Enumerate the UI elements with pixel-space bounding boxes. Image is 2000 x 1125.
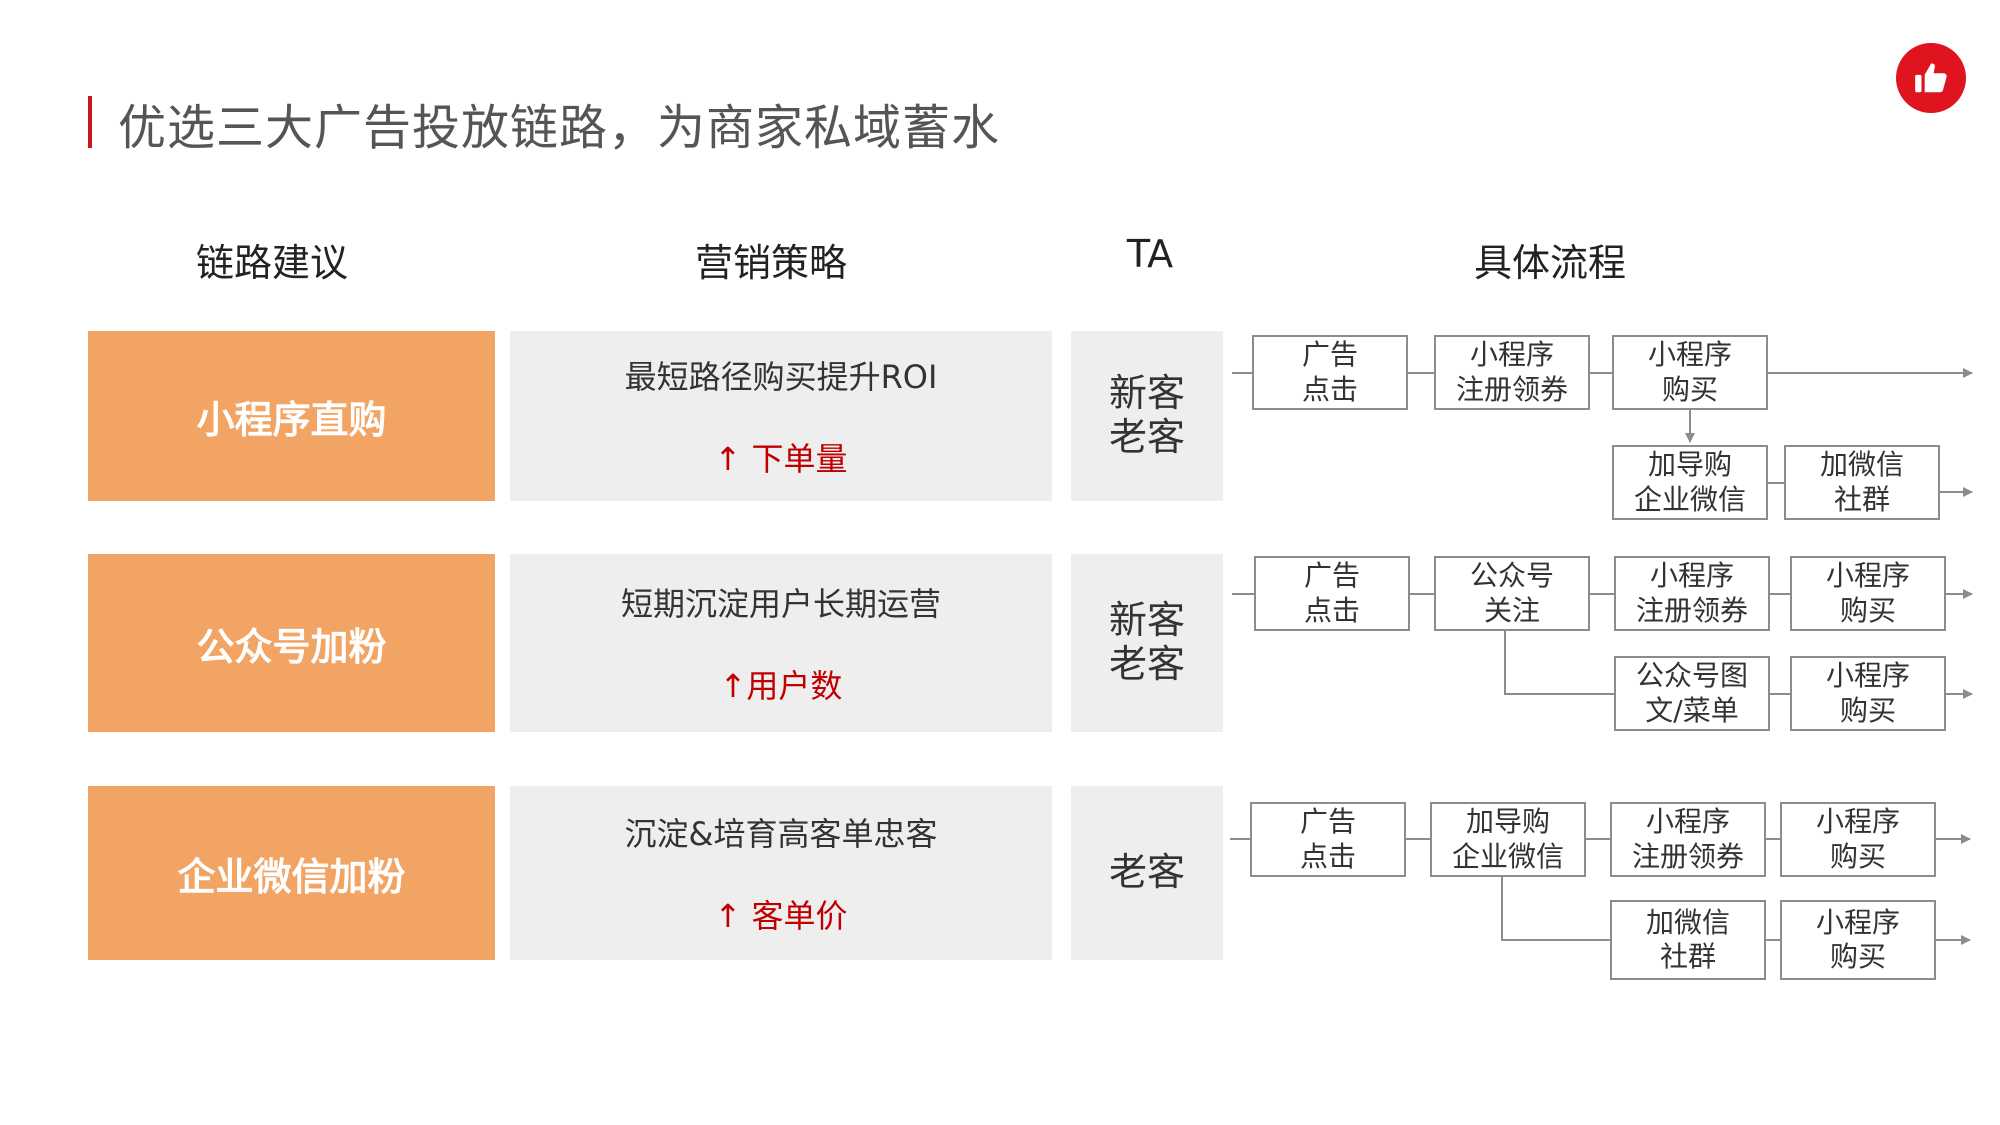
flow-step: 公众号图 文/菜单	[1614, 656, 1770, 731]
flow-step: 小程序 购买	[1780, 802, 1936, 877]
flow-step: 加导购 企业微信	[1430, 802, 1586, 877]
title-accent-bar	[88, 96, 92, 148]
page-title: 优选三大广告投放链路，为商家私域蓄水	[118, 100, 1001, 156]
flow-step: 加微信 社群	[1610, 900, 1766, 980]
ta-cell: 新客 老客	[1071, 331, 1223, 501]
flow-step: 小程序 注册领券	[1434, 335, 1590, 410]
header-route: 链路建议	[195, 241, 349, 285]
strategy-text: 最短路径购买提升ROI	[624, 358, 938, 396]
route-label-official-account: 公众号加粉	[88, 554, 495, 732]
flow-step: 广告 点击	[1250, 802, 1406, 877]
route-label-miniprogram: 小程序直购	[88, 331, 495, 501]
flow-step: 加导购 企业微信	[1612, 445, 1768, 520]
thumbs-up-icon	[1915, 63, 1947, 93]
flow-step: 小程序 购买	[1780, 900, 1936, 980]
kpi-text: ↑ 下单量	[714, 440, 848, 478]
kpi-text: ↑ 客单价	[714, 897, 848, 935]
strategy-cell: 最短路径购买提升ROI ↑ 下单量	[510, 331, 1052, 501]
flow-step: 小程序 注册领券	[1614, 556, 1770, 631]
strategy-cell: 短期沉淀用户长期运营 ↑用户数	[510, 554, 1052, 732]
flow-step: 广告 点击	[1252, 335, 1408, 410]
flow-step: 公众号 关注	[1434, 556, 1590, 631]
kpi-text: ↑用户数	[719, 667, 843, 705]
flow-step: 小程序 购买	[1790, 556, 1946, 631]
strategy-cell: 沉淀&培育高客单忠客 ↑ 客单价	[510, 786, 1052, 960]
header-strategy: 营销策略	[694, 241, 848, 285]
ta-cell: 新客 老客	[1071, 554, 1223, 732]
flow-step: 广告 点击	[1254, 556, 1410, 631]
brand-logo	[1896, 43, 1966, 113]
route-label-wecom: 企业微信加粉	[88, 786, 495, 960]
flow-step: 小程序 购买	[1790, 656, 1946, 731]
flow-step: 小程序 注册领券	[1610, 802, 1766, 877]
header-ta: TA	[1126, 232, 1174, 276]
strategy-text: 沉淀&培育高客单忠客	[624, 815, 938, 853]
ta-cell: 老客	[1071, 786, 1223, 960]
flow-step: 加微信 社群	[1784, 445, 1940, 520]
strategy-text: 短期沉淀用户长期运营	[620, 585, 941, 623]
header-flow: 具体流程	[1473, 241, 1627, 285]
flow-step: 小程序 购买	[1612, 335, 1768, 410]
